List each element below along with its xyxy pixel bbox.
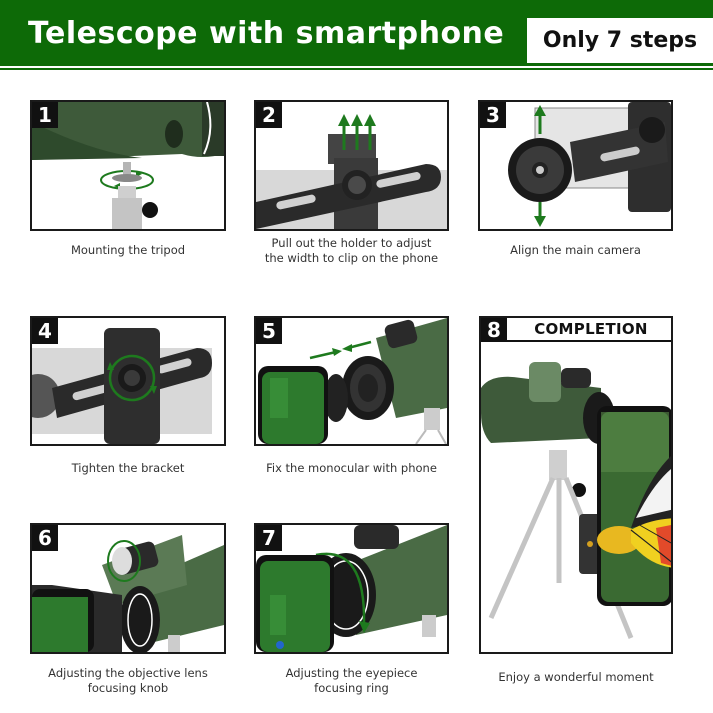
step-number-badge: 5 (256, 318, 282, 344)
page-title: Telescope with smartphone (28, 16, 505, 51)
completed-setup-butterfly-icon (481, 318, 671, 652)
step-3-caption: Align the main camera (510, 243, 641, 257)
step-5-caption: Fix the monocular with phone (266, 461, 437, 475)
phone-holder-icon (256, 102, 447, 229)
steps-count-badge: Only 7 steps (527, 18, 713, 63)
header-banner: Telescope with smartphone Only 7 steps (0, 0, 713, 70)
step-8-caption: Enjoy a wonderful moment (498, 670, 654, 684)
step-1-panel: 1 (30, 100, 226, 231)
step-3-panel: 3 (478, 100, 673, 231)
step-8-completion-panel: 8 COMPLETION (479, 316, 673, 654)
step-4-panel: 4 (30, 316, 226, 446)
step-5-panel: 5 (254, 316, 449, 446)
step-number-badge: 4 (32, 318, 58, 344)
focus-knob-icon (32, 525, 224, 652)
steps-count-label: Only 7 steps (542, 28, 698, 53)
completion-title: COMPLETION (534, 320, 648, 338)
step-7-panel: 7 (254, 523, 449, 654)
tripod-mount-icon (32, 102, 224, 229)
step-number-badge: 6 (32, 525, 58, 551)
completion-header: 8 COMPLETION (481, 318, 671, 342)
step-7-caption: Adjusting the eyepiece focusing ring (285, 666, 418, 695)
step-2-panel: 2 (254, 100, 449, 231)
step-number-badge: 2 (256, 102, 282, 128)
monocular-phone-attach-icon (256, 318, 447, 444)
step-2-caption: Pull out the holder to adjust the width … (264, 236, 439, 265)
step-1-caption: Mounting the tripod (70, 243, 186, 257)
step-number-badge: 8 (481, 318, 507, 342)
step-number-badge: 3 (480, 102, 506, 128)
step-number-badge: 1 (32, 102, 58, 128)
step-number-badge: 7 (256, 525, 282, 551)
step-4-caption: Tighten the bracket (71, 461, 185, 475)
eyepiece-align-icon (480, 102, 671, 229)
step-6-panel: 6 (30, 523, 226, 654)
bracket-tighten-icon (32, 318, 224, 444)
eyepiece-ring-icon (256, 525, 447, 652)
step-6-caption: Adjusting the objective lens focusing kn… (48, 666, 208, 695)
